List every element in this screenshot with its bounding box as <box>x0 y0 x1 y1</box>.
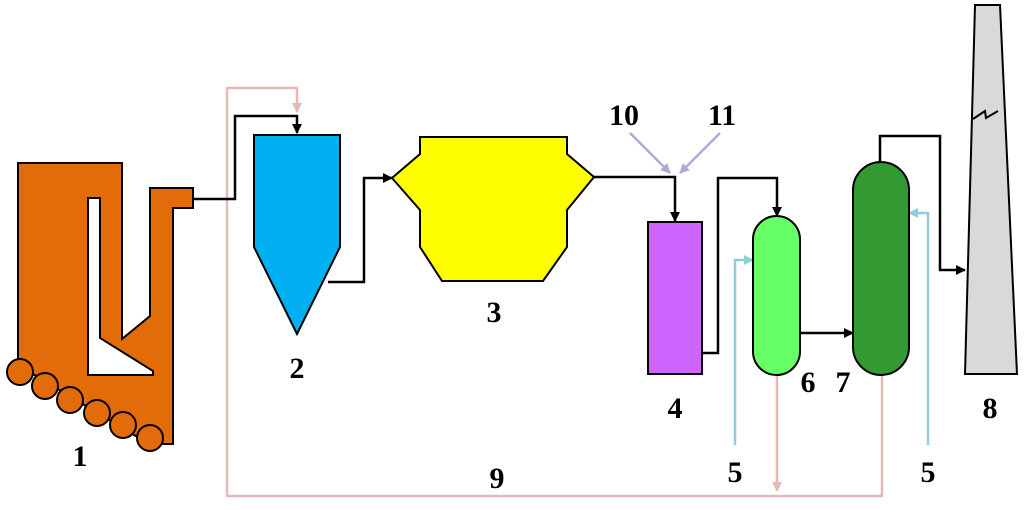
label-6: 6 <box>801 366 816 399</box>
unit-3-yellow <box>390 136 596 282</box>
boiler-unit-1 <box>6 162 194 452</box>
water-lines-5 <box>733 208 930 445</box>
label-9: 9 <box>490 462 505 495</box>
main-flow-lines <box>193 114 966 355</box>
feed-lines-10-11 <box>629 132 721 174</box>
column-unit-6 <box>752 215 801 376</box>
unit-4-purple <box>647 221 703 375</box>
label-10: 10 <box>609 99 639 132</box>
label-11: 11 <box>708 99 736 132</box>
label-2: 2 <box>290 352 305 385</box>
cyclone-unit-2 <box>253 134 341 337</box>
label-7: 7 <box>836 366 851 399</box>
chimney-stack-8 <box>963 4 1019 375</box>
label-3: 3 <box>487 296 502 329</box>
label-5-right: 5 <box>921 456 936 489</box>
label-4: 4 <box>668 392 683 425</box>
recycle-line-9 <box>225 86 884 498</box>
label-8: 8 <box>983 392 998 425</box>
label-5-left: 5 <box>728 456 743 489</box>
label-1: 1 <box>73 440 88 473</box>
column-unit-7 <box>852 161 910 376</box>
